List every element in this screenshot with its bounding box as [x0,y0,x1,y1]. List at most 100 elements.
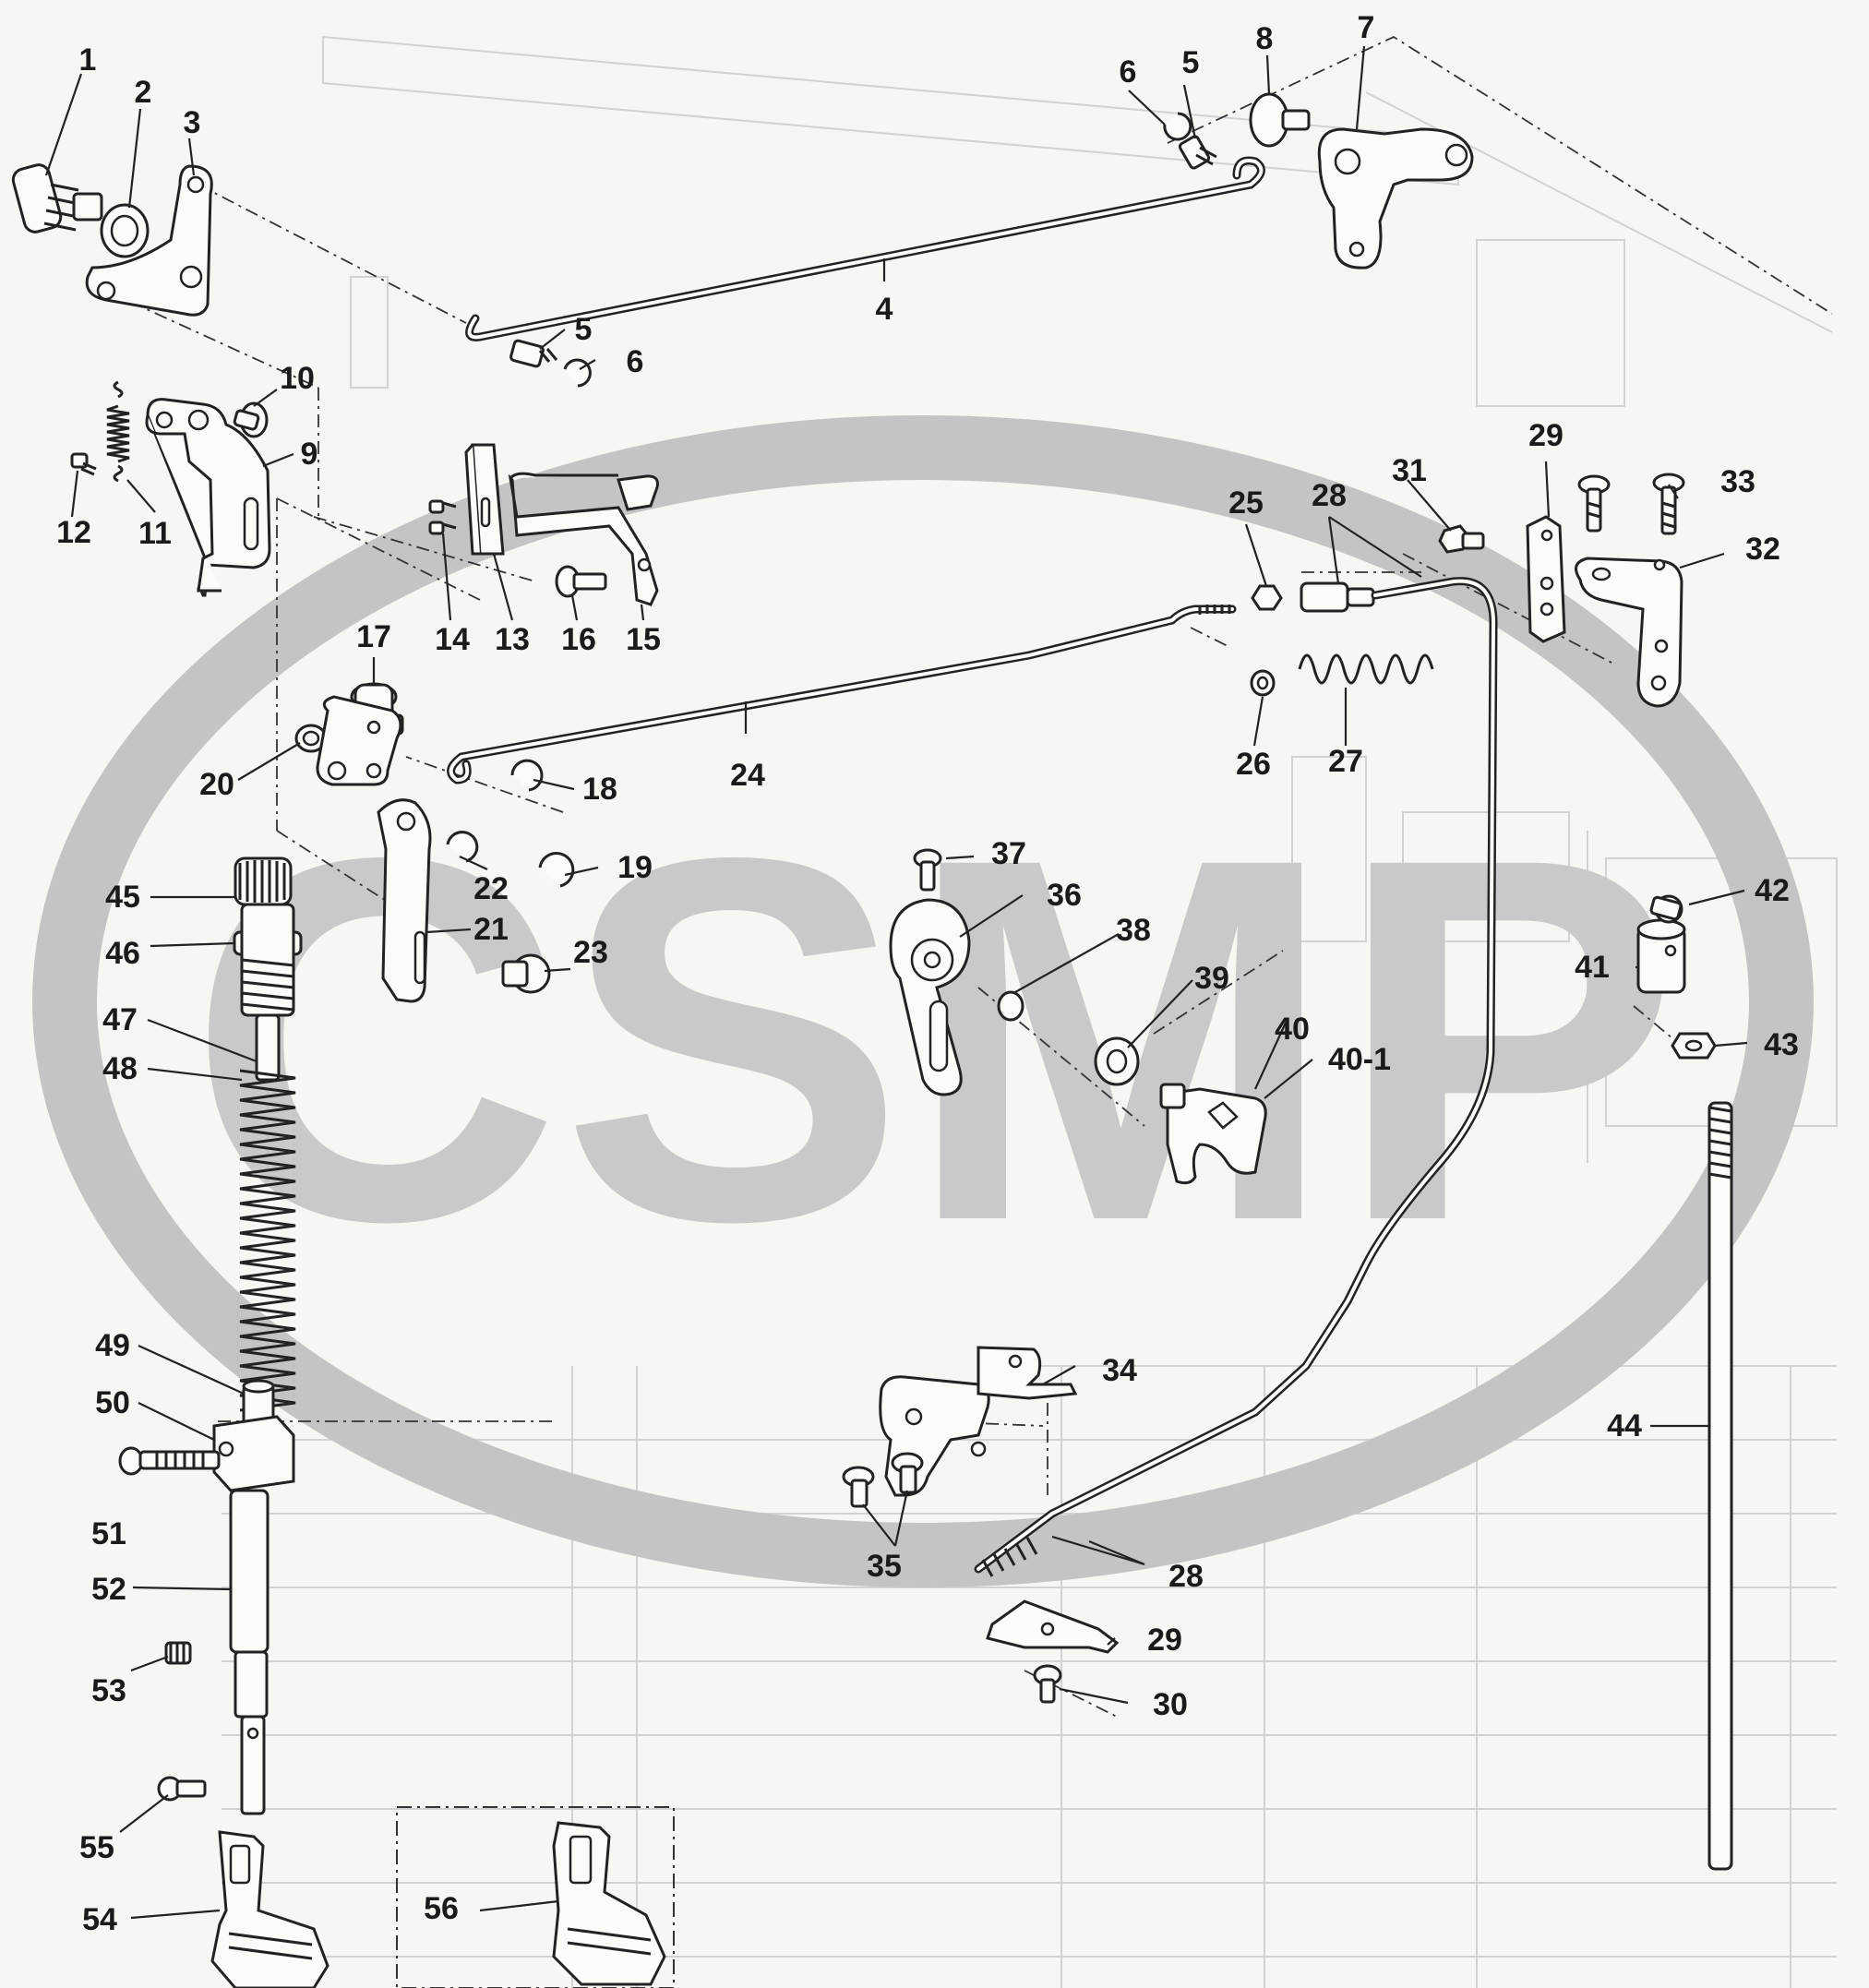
callout-39: 39 [1194,961,1229,996]
part-18-ring [510,759,544,792]
callout-32: 32 [1745,532,1780,567]
callout-2: 2 [134,75,152,110]
part-16-screw [555,565,607,598]
part-39-washer [1094,1036,1140,1086]
part-5-screw-upper [1178,135,1217,170]
part-19-ring [538,852,575,888]
callout-43: 43 [1764,1027,1799,1062]
part-25-nut [1251,584,1283,611]
callout-13: 13 [495,622,530,657]
part-41-sleeve [1636,918,1686,994]
callout-40: 40 [1275,1012,1310,1047]
part-40-block [1159,1083,1267,1185]
callout-12: 12 [56,515,91,550]
part-21-lever-lower [377,798,432,1003]
callout-35: 35 [867,1549,902,1584]
callout-53: 53 [91,1673,126,1708]
part-28-cable [974,577,1498,1577]
background-ghost-drawing [222,35,1838,1988]
part-36-crank [889,898,971,1096]
part-6-ring-lower [563,358,592,388]
part-10-screw [233,401,269,438]
part-47-bushing [240,903,295,1082]
part-55-screw [157,1776,207,1802]
callout-34: 34 [1102,1353,1137,1388]
part-26-nut [1250,669,1276,697]
part-35-screws [842,1452,924,1508]
part-45-knob [234,856,293,906]
callout-3: 3 [183,105,201,140]
callout-16: 16 [561,622,596,657]
callout-5-upper: 5 [1181,45,1200,80]
callout-29-upper: 29 [1528,418,1563,453]
callout-52: 52 [91,1572,126,1607]
part-50-clamp [212,1415,295,1492]
callout-20: 20 [199,767,234,802]
callout-49: 49 [95,1328,130,1363]
part-14-screws [428,499,457,535]
callout-23: 23 [573,935,608,970]
callout-10: 10 [280,361,315,396]
callout-25: 25 [1228,485,1264,521]
callout-22: 22 [473,871,509,906]
callout-6-upper: 6 [1119,54,1137,90]
part-9-bracket [145,398,271,597]
callout-30: 30 [1153,1687,1188,1722]
callout-56: 56 [424,1891,459,1926]
part-8-screw [1249,92,1311,148]
callout-31: 31 [1392,453,1427,488]
callout-11: 11 [138,516,172,551]
callout-28-upper: 28 [1312,478,1347,513]
callout-1: 1 [78,42,97,78]
part-23-screw [501,953,551,994]
callout-45: 45 [105,880,140,915]
part-1-screw [11,163,103,234]
part-51-screw [118,1446,221,1476]
callout-18: 18 [582,772,617,807]
callout-38: 38 [1116,913,1151,948]
callout-51: 51 [91,1516,126,1551]
callout-46: 46 [105,936,140,971]
callout-8: 8 [1255,21,1274,56]
callout-4: 4 [875,292,893,327]
callout-40-1: 40-1 [1327,1042,1392,1077]
leader-lines [44,45,1748,1920]
part-20-washer [294,724,328,753]
part-15-bracket [508,472,659,606]
part-32-bracket [1575,557,1683,708]
callout-33: 33 [1720,464,1755,499]
callout-6-lower: 6 [626,344,644,379]
part-21-lever-upper [316,695,402,786]
callout-21: 21 [473,912,509,947]
callout-37: 37 [991,836,1026,871]
part-33-screws [1577,473,1685,535]
part-31-nut [1438,524,1485,554]
part-30-screw [1033,1664,1062,1704]
part-13-plate [464,443,505,556]
part-42-screw [1649,894,1683,924]
callout-7: 7 [1357,10,1375,45]
part-37-screw [913,848,942,892]
part-44-rod [1707,1101,1733,1871]
part-11-spring [106,380,130,483]
part-5-screw-lower [509,339,558,368]
part-24-rod [447,605,1237,784]
callout-54: 54 [82,1902,117,1937]
part-54-presser-foot [210,1830,329,1988]
callout-28-lower: 28 [1168,1559,1204,1594]
callout-15: 15 [626,622,661,657]
callout-47: 47 [102,1002,138,1037]
part-2-washer [100,203,150,258]
part-7-crank [1317,127,1474,269]
callout-44: 44 [1607,1408,1642,1443]
callout-26: 26 [1236,747,1271,782]
callout-5-lower: 5 [574,312,593,347]
callout-50: 50 [95,1385,130,1420]
callout-41: 41 [1575,950,1610,985]
callout-36: 36 [1047,878,1082,913]
part-29-bracket-lower [986,1599,1120,1654]
part-4-rod [465,156,1265,341]
callout-42: 42 [1755,873,1790,908]
